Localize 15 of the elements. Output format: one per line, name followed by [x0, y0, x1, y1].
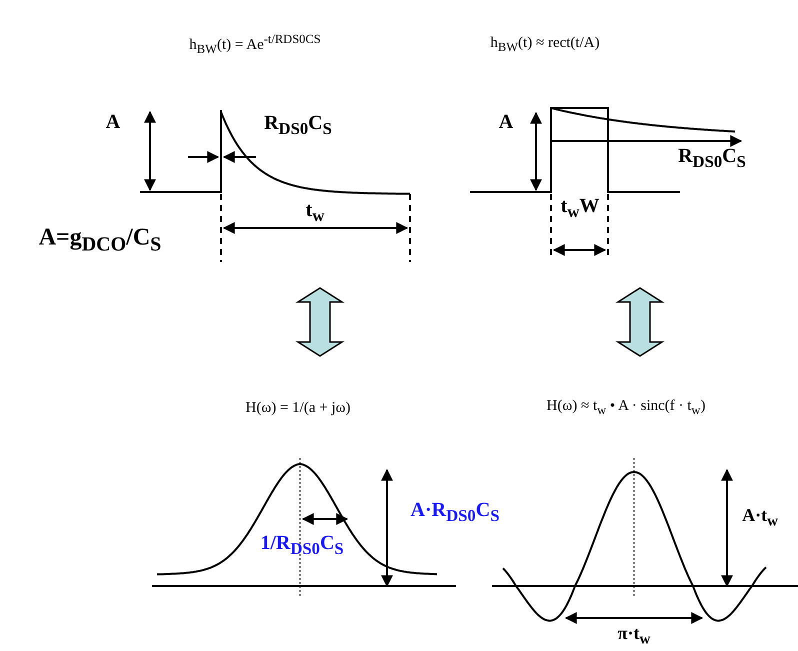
amplitude-label: A	[106, 111, 120, 133]
bandwidth-label: π·t$_{w}$	[618, 624, 650, 648]
amplitude-label: A·t$_{w}$	[742, 506, 778, 530]
amplitude-label: A	[498, 111, 514, 133]
amplitude-formula: A=g$_{DCO}$/C$_{S}$	[38, 224, 162, 256]
formula-text: H(ω) ≈ t$_{w}$ • A · sinc(f · t$_{w}$)	[546, 398, 706, 418]
formula-text: h$_{BW}$(t) = Ae$^{-t/RDS0CS}$	[189, 33, 321, 57]
amplitude-label: A·R$_{DS0}$C$_{S}$	[410, 498, 500, 526]
time-constant-label: R$_{DS0}$C$_{S}$	[678, 144, 746, 172]
width-label: t$_{w}$W	[560, 194, 600, 222]
time-constant-label: R$_{DS0}$C$_{S}$	[264, 112, 332, 138]
width-label: t$_{w}$	[306, 198, 324, 226]
formula-text: H(ω) = 1/(a + jω)	[246, 400, 350, 416]
bandwidth-label: 1/R$_{DS0}$C$_{S}$	[260, 532, 344, 558]
formula-text: h$_{BW}$(t) ≈ rect(t/A)	[490, 35, 600, 55]
